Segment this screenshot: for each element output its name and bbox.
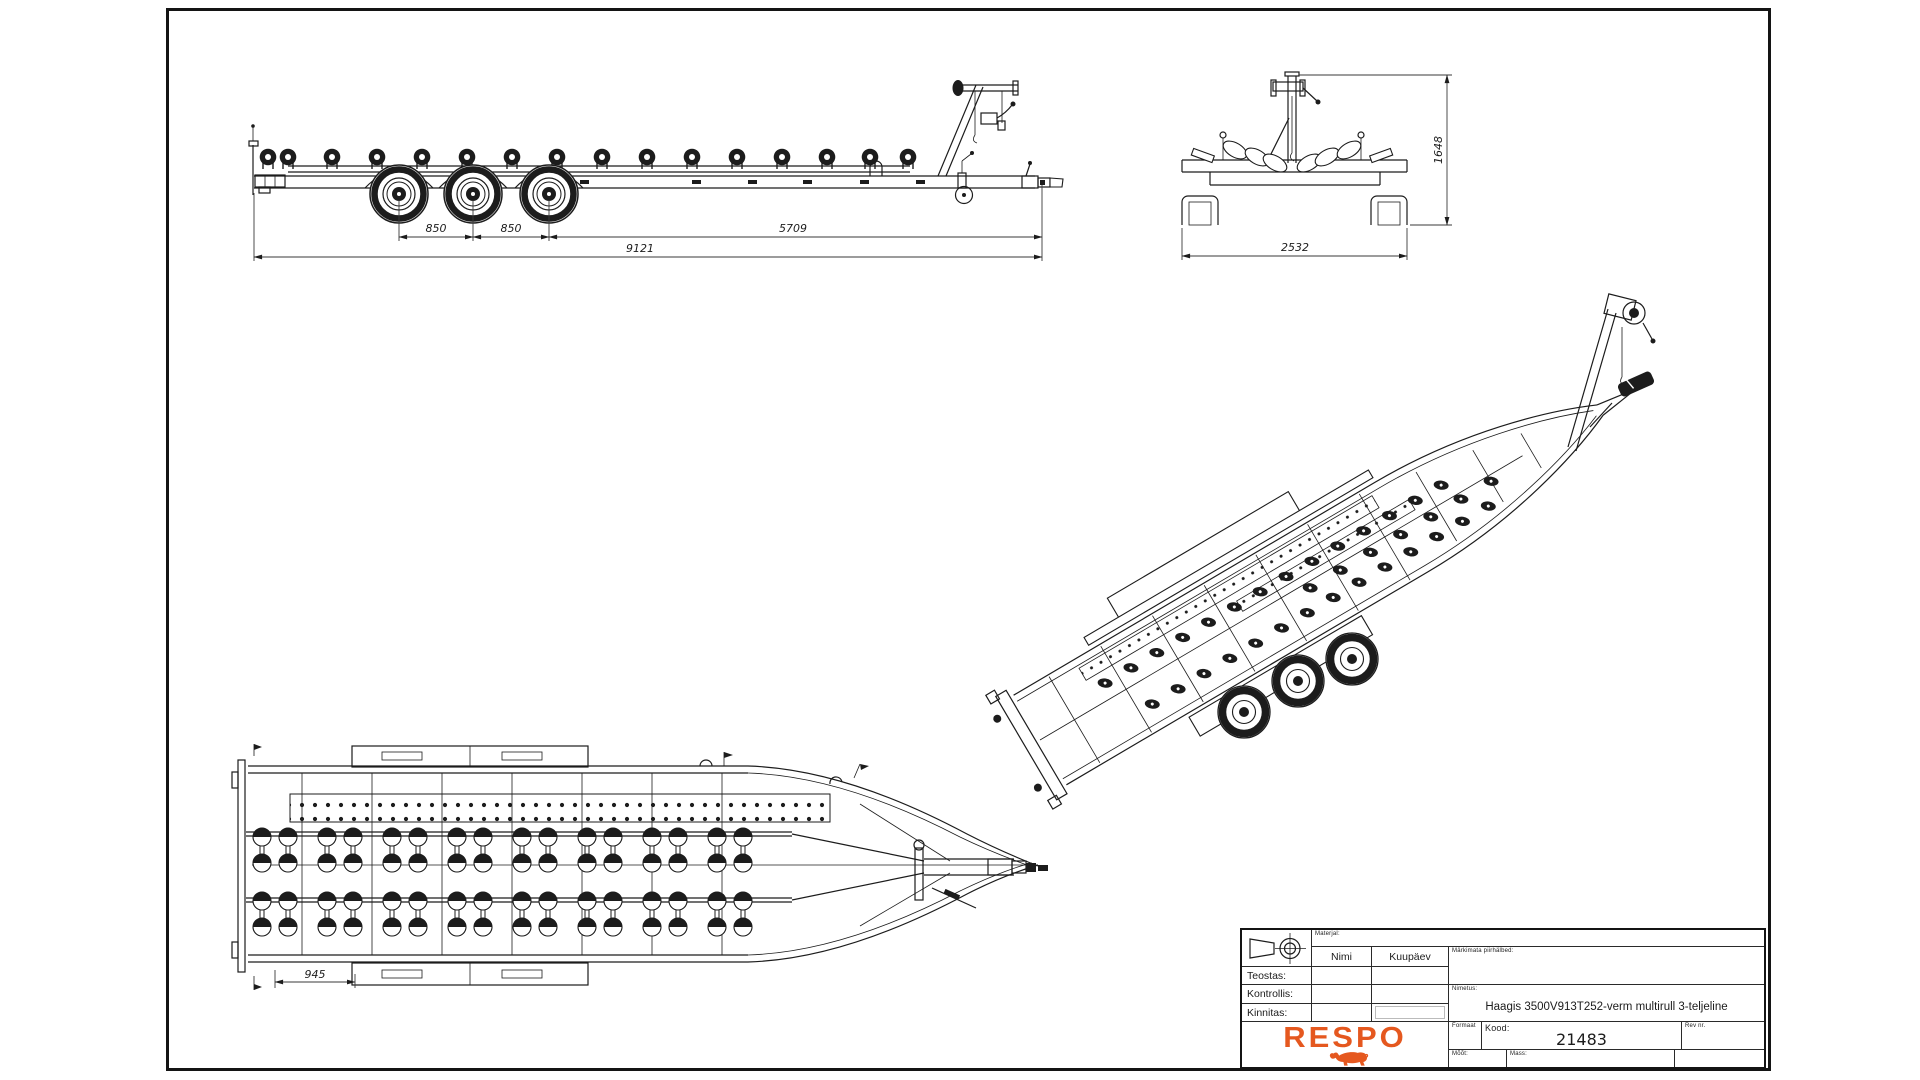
- kood-cell: Kood: 21483: [1482, 1022, 1682, 1050]
- dim-overall-width: 2532: [1281, 241, 1309, 254]
- kontrollis-label: Kontrollis:: [1247, 988, 1294, 1000]
- side-dimensions: 850 850 5709 9121: [253, 185, 1043, 261]
- kontrollis-nimi-cell: [1312, 985, 1372, 1004]
- moot-cell: Mõõt:: [1449, 1050, 1507, 1067]
- dim-axle-spacing-2: 850: [501, 222, 522, 235]
- dim-rear-overhang: 945: [305, 968, 326, 981]
- kinnitas-label-cell: Kinnitas:: [1242, 1004, 1312, 1022]
- front-fenders: [1181, 195, 1408, 226]
- front-mast: [1264, 71, 1321, 167]
- dim-overall-height: 1648: [1432, 136, 1445, 164]
- top-rear-bumper: [231, 744, 262, 990]
- nimi-label: Nimi: [1331, 950, 1352, 963]
- kuupaev-header-cell: Kuupäev: [1372, 947, 1449, 967]
- rev-label: Rev nr.: [1685, 1023, 1706, 1029]
- dim-axle-to-coupling: 5709: [779, 222, 807, 235]
- side-coupling: [1021, 161, 1064, 189]
- nimetus-label: Nimetus:: [1452, 986, 1478, 992]
- formaat-cell: Formaat: [1449, 1022, 1482, 1050]
- kuupaev-label: Kuupäev: [1389, 950, 1431, 963]
- respo-logo-text: RESPO: [1283, 1022, 1407, 1054]
- side-jockey-wheel: [954, 151, 974, 205]
- teostas-label: Teostas:: [1247, 969, 1287, 982]
- projection-symbol-cell: [1242, 930, 1312, 967]
- iso-winch-mast: [1567, 293, 1656, 452]
- top-dimensions: 945: [274, 968, 356, 988]
- first-angle-projection-icon: [1249, 933, 1306, 964]
- tolerances-cell: Märkimata piirhälbed:: [1449, 947, 1764, 985]
- kinnitas-label: Kinnitas:: [1247, 1006, 1288, 1019]
- drawing-code: 21483: [1556, 1030, 1607, 1049]
- top-view-drawing: 945: [231, 744, 1048, 990]
- top-fenders: [351, 745, 589, 986]
- mass-label: Mass:: [1510, 1051, 1528, 1057]
- side-view-drawing: 850 850 5709 9121: [248, 80, 1064, 261]
- kood-label: Kood:: [1485, 1023, 1510, 1033]
- top-walkway-plate: [289, 793, 831, 823]
- nimi-header-cell: Nimi: [1312, 947, 1372, 967]
- mass-cell: Mass:: [1507, 1050, 1675, 1067]
- moot-label: Mõõt:: [1452, 1051, 1469, 1057]
- nimetus-cell: Nimetus: Haagis 3500V913T252-verm multir…: [1449, 985, 1764, 1022]
- dim-total-length: 9121: [626, 242, 654, 255]
- side-wheels: [370, 165, 578, 223]
- top-coupling: [913, 839, 1048, 909]
- side-winch-mast: [937, 80, 1019, 177]
- teostas-label-cell: Teostas:: [1242, 967, 1312, 985]
- kontrollis-kuupaev-cell: [1372, 985, 1449, 1004]
- top-roller-rows: [252, 827, 753, 937]
- materjal-label: Materjal:: [1315, 931, 1340, 937]
- front-view-drawing: 2532 1648: [1181, 71, 1452, 260]
- dim-axle-spacing-1: 850: [426, 222, 447, 235]
- materjal-cell: Materjal:: [1312, 930, 1764, 947]
- front-dimensions: 2532 1648: [1181, 74, 1452, 260]
- isometric-view-drawing: [985, 293, 1656, 810]
- kontrollis-label-cell: Kontrollis:: [1242, 985, 1312, 1004]
- kinnitas-nimi-cell: [1312, 1004, 1372, 1022]
- drawing-title: Haagis 3500V913T252-verm multirull 3-tel…: [1485, 1001, 1728, 1013]
- front-rollers: [1190, 140, 1394, 173]
- kinnitas-kuupaev-cell: [1372, 1004, 1449, 1022]
- title-block: Materjal: Nimi Kuupäev Märkimata piirhäl…: [1240, 928, 1766, 1069]
- teostas-nimi-cell: [1312, 967, 1372, 985]
- teostas-kuupaev-cell: [1372, 967, 1449, 985]
- respo-bull-icon: [1329, 1052, 1369, 1066]
- top-frame: [246, 752, 1039, 963]
- formaat-label: Formaat: [1452, 1023, 1476, 1029]
- tolerances-label: Märkimata piirhälbed:: [1452, 948, 1514, 954]
- front-frame: [1181, 131, 1408, 186]
- blank-cell: [1675, 1050, 1764, 1067]
- rev-cell: Rev nr.: [1682, 1022, 1764, 1050]
- iso-frame: [985, 390, 1632, 810]
- logo-cell: RESPO: [1242, 1022, 1449, 1067]
